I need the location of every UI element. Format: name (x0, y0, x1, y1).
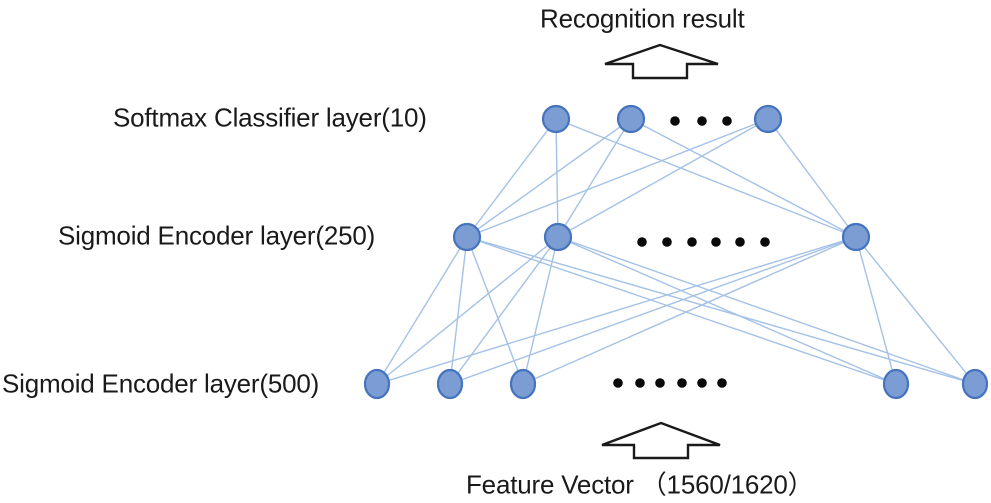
connection-edge (767, 118, 857, 238)
neuron-node (509, 368, 537, 400)
neuron-node (882, 368, 910, 400)
connection-edge (855, 236, 897, 385)
feature-vector-label: Feature Vector （1560/1620） (466, 469, 814, 500)
ellipsis-dot-icon (760, 237, 770, 247)
edges-layer (376, 118, 976, 385)
ellipsis-dot-icon (613, 378, 623, 388)
ellipsis-dot-icon (697, 378, 707, 388)
connection-edge (449, 236, 857, 385)
neuron-node (753, 104, 783, 134)
connection-edge (557, 118, 632, 238)
up-arrow-icon-input (601, 421, 721, 460)
ellipsis-dot-icon (697, 116, 707, 126)
connection-edge (555, 118, 559, 238)
neuron-node (363, 368, 391, 400)
neuron-node (543, 222, 573, 252)
neuron-node (961, 368, 989, 400)
layer-label-sigmoid-encoder-250: Sigmoid Encoder layer(250) (58, 220, 376, 251)
neuron-node (616, 104, 646, 134)
ellipsis-dot-icon (662, 237, 672, 247)
neuron-node (452, 222, 482, 252)
connection-edge (630, 118, 857, 238)
connection-edge (449, 236, 559, 385)
connection-edge (466, 118, 769, 238)
ellipsis-dot-icon (637, 237, 647, 247)
connection-edge (466, 236, 524, 385)
ellipsis-dot-icon (722, 116, 732, 126)
connection-edge (376, 236, 857, 385)
connection-edge (522, 236, 559, 385)
ellipsis-dot-icon (735, 237, 745, 247)
connection-edge (376, 236, 468, 385)
neuron-node (436, 368, 464, 400)
connection-edge (557, 118, 769, 238)
connection-edge (376, 236, 559, 385)
connection-edge (557, 236, 897, 385)
ellipsis-dot-icon (635, 378, 645, 388)
connection-edge (557, 236, 976, 385)
up-arrow-icon-output (604, 43, 719, 80)
connection-edge (855, 236, 976, 385)
neuron-node (541, 104, 571, 134)
neuron-node (841, 222, 871, 252)
ellipsis-dots-layer (613, 116, 770, 388)
layer-label-softmax-classifier: Softmax Classifier layer(10) (113, 102, 427, 133)
connection-edge (466, 118, 557, 238)
recognition-result-title: Recognition result (540, 3, 745, 34)
ellipsis-dot-icon (687, 237, 697, 247)
nodes-layer (363, 104, 989, 400)
ellipsis-dot-icon (711, 237, 721, 247)
ellipsis-dot-icon (677, 378, 687, 388)
ellipsis-dot-icon (655, 378, 665, 388)
connection-edge (466, 236, 976, 385)
ellipsis-dot-icon (717, 378, 727, 388)
connection-edge (555, 118, 857, 238)
connection-edge (449, 236, 468, 385)
connection-edge (522, 236, 857, 385)
connection-edge (466, 118, 632, 238)
ellipsis-dot-icon (670, 116, 680, 126)
layer-label-sigmoid-encoder-500: Sigmoid Encoder layer(500) (2, 368, 320, 399)
connection-edge (466, 236, 897, 385)
